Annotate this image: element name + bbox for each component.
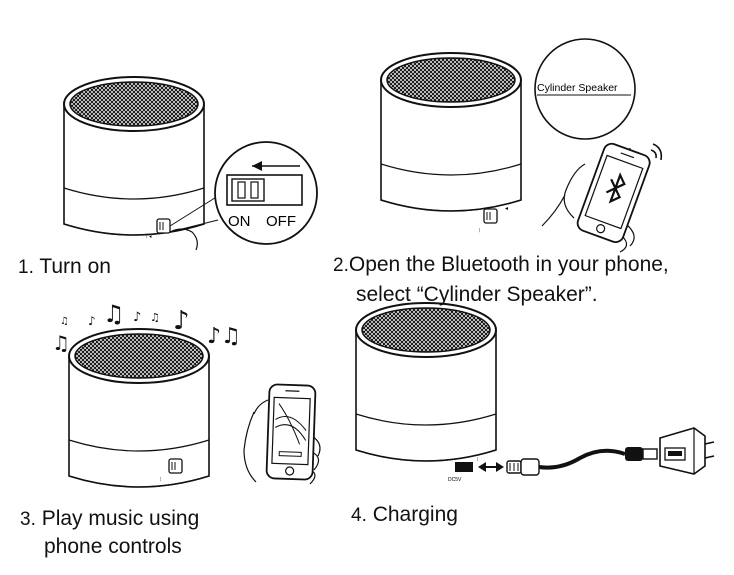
wall-adapter xyxy=(659,427,715,475)
usb-cable xyxy=(506,447,658,476)
step-1-text: Turn on xyxy=(39,255,111,278)
step-1-number: 1. xyxy=(18,257,34,278)
svg-text:◂: ◂ xyxy=(505,206,508,212)
speaker-4: DC5V ⦙ xyxy=(355,302,497,483)
step-3-text-line2: phone controls xyxy=(44,535,182,558)
port-label: DC5V xyxy=(448,477,462,483)
switch-off-label: OFF xyxy=(266,213,296,230)
speaker-2: ⦙ ◂ xyxy=(380,52,522,234)
music-note-icon: ♫ ♫ ♪ ♫ ♪ ♫ ♪ ♪♫ xyxy=(52,300,241,355)
speaker-1: ⦙ ◂ xyxy=(63,76,205,240)
step-4-text: Charging xyxy=(372,503,458,526)
step-3-number: 3. xyxy=(20,509,36,530)
svg-text:⦙ ◂: ⦙ ◂ xyxy=(146,233,152,240)
step-4-caption: 4. Charging xyxy=(351,502,458,529)
svg-text:♫: ♫ xyxy=(60,316,69,327)
phone-2 xyxy=(576,142,651,244)
svg-text:♪: ♪ xyxy=(88,314,96,328)
phone-3 xyxy=(265,383,317,481)
speaker-3: ⦙ xyxy=(68,328,210,488)
usb-plug-icon xyxy=(642,448,658,460)
wifi-signal-icon xyxy=(650,143,663,161)
bluetooth-icon xyxy=(605,172,626,204)
step-2-text-line2: select “Cylinder Speaker”. xyxy=(356,283,598,306)
svg-text:♪: ♪ xyxy=(133,310,141,325)
svg-text:♫: ♫ xyxy=(52,331,70,355)
svg-text:♫: ♫ xyxy=(103,300,125,328)
switch-zoom: ON OFF xyxy=(214,141,318,245)
svg-text:⦙: ⦙ xyxy=(160,476,161,483)
step-3-text-line1: Play music using xyxy=(41,507,200,530)
step-1-caption: 1. Turn on xyxy=(18,254,111,281)
bubble-label: Cylinder Speaker xyxy=(537,82,618,94)
arrow-left-icon xyxy=(252,161,300,171)
svg-text:♪: ♪ xyxy=(173,306,190,336)
step-4-number: 4. xyxy=(351,505,367,526)
step-3-caption-line2: phone controls xyxy=(44,534,182,560)
step-2-number: 2. xyxy=(333,255,349,276)
step-2-text-line1: Open the Bluetooth in your phone, xyxy=(348,253,669,276)
switch-on-label: ON xyxy=(228,213,251,230)
step-3-caption-line1: 3. Play music using xyxy=(20,506,199,533)
charging-port xyxy=(455,462,473,472)
step-2-caption-line1: 2.Open the Bluetooth in your phone, xyxy=(333,252,669,279)
svg-text:⦙: ⦙ xyxy=(477,456,478,463)
step-2-caption-line2: select “Cylinder Speaker”. xyxy=(356,282,598,308)
svg-text:♫: ♫ xyxy=(150,311,160,324)
svg-text:⦙: ⦙ xyxy=(479,227,480,234)
svg-text:♪♫: ♪♫ xyxy=(207,324,241,349)
